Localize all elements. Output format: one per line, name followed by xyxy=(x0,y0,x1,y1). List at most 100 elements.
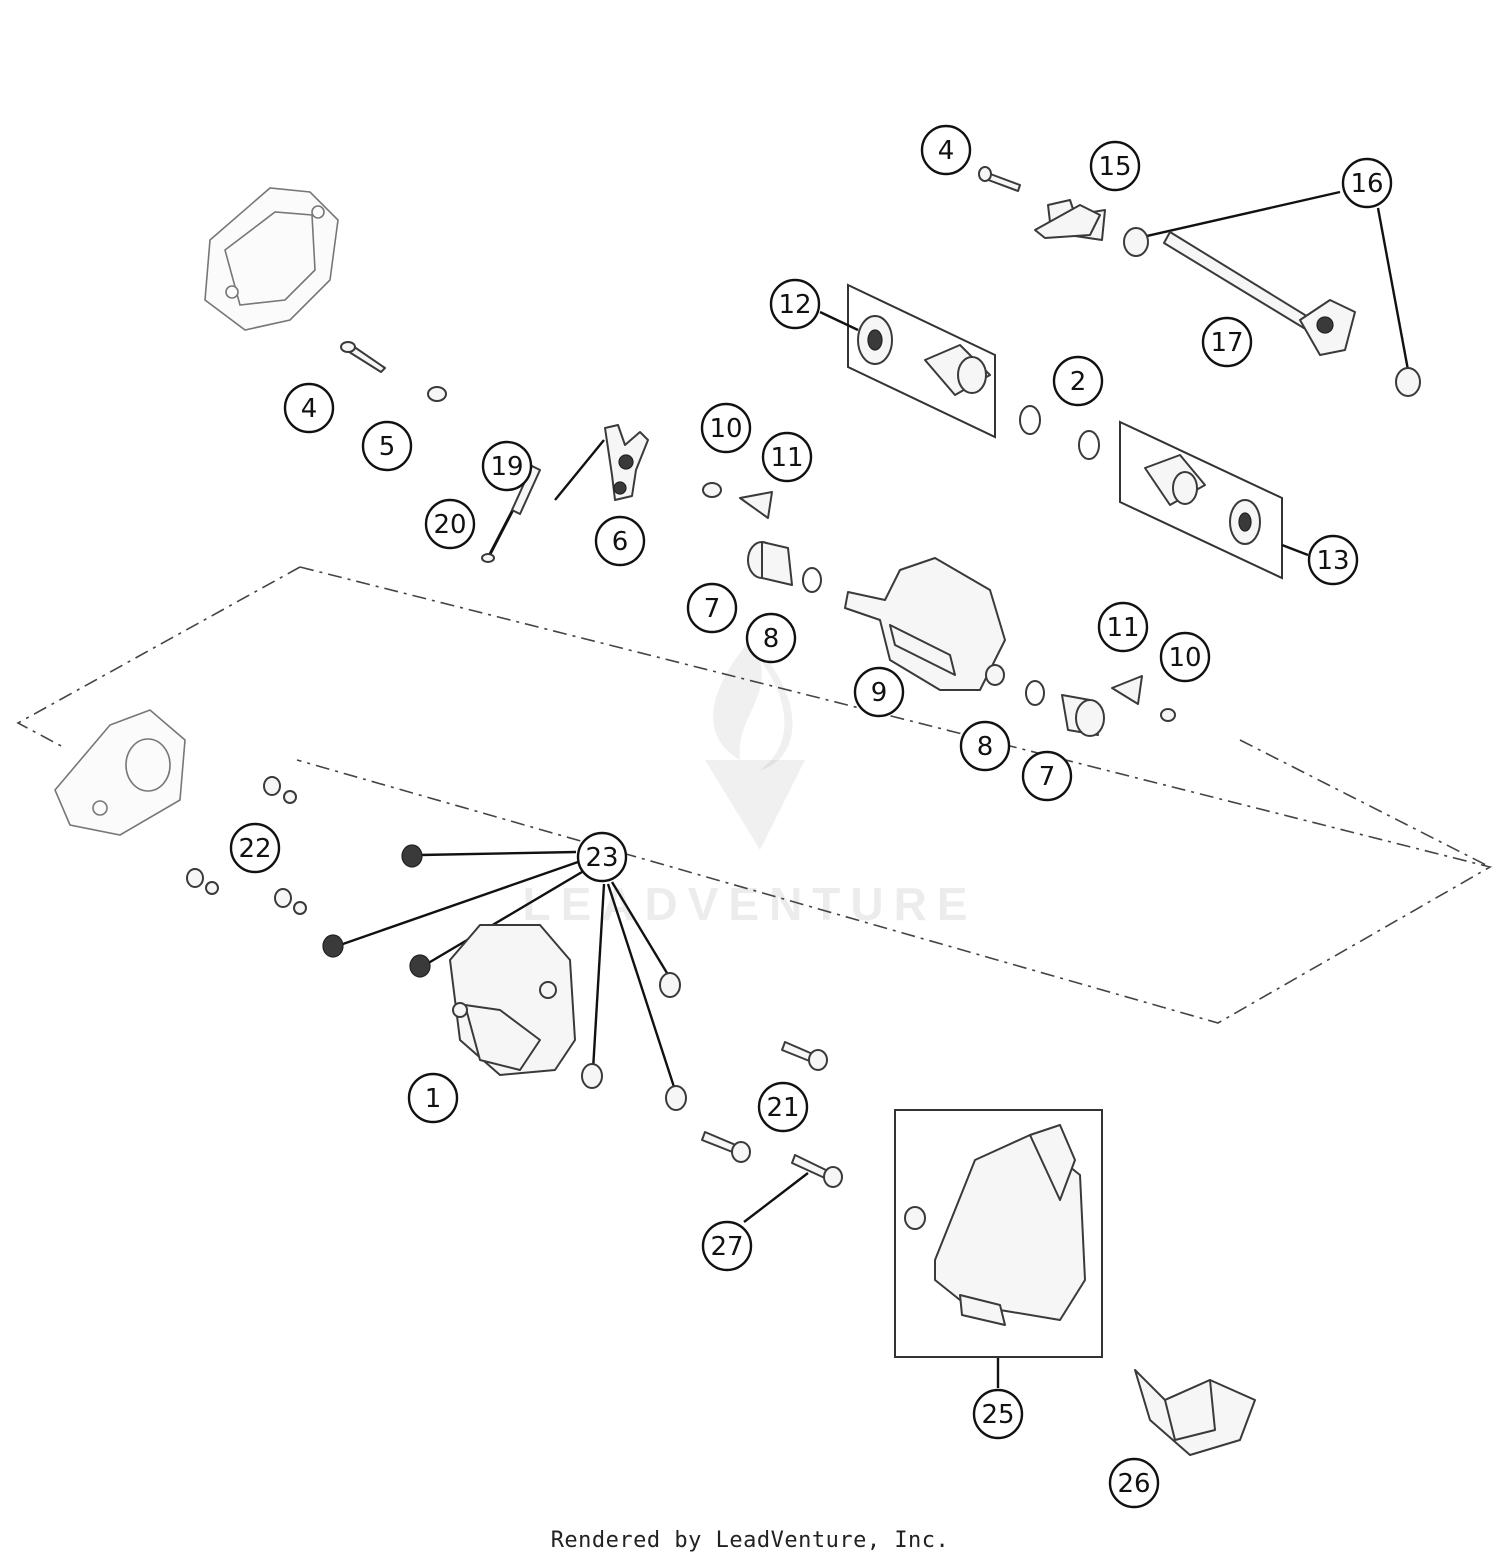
callout-1: 1 xyxy=(407,1072,459,1124)
callout-number: 8 xyxy=(977,732,994,762)
callout-7: 7 xyxy=(1021,750,1073,802)
o-ring-2-a xyxy=(1019,405,1041,435)
shift-drum-9 xyxy=(844,557,1006,691)
callout-circle xyxy=(1089,140,1141,192)
callout-11: 11 xyxy=(1097,601,1149,653)
callout-circle xyxy=(1307,534,1359,586)
callout-number: 22 xyxy=(238,834,271,864)
callout-number: 17 xyxy=(1210,328,1243,358)
screw-4-top xyxy=(978,166,1021,192)
inner-cover-left xyxy=(54,709,186,836)
callout-number: 21 xyxy=(766,1093,799,1123)
callout-number: 5 xyxy=(379,432,396,462)
callout-16: 16 xyxy=(1341,157,1393,209)
grommet-23-a xyxy=(401,844,423,868)
callout-7: 7 xyxy=(686,582,738,634)
lock-plate-11-right xyxy=(1111,675,1143,705)
grommet-23-c xyxy=(409,954,431,978)
callout-25: 25 xyxy=(972,1388,1024,1440)
callout-number: 27 xyxy=(710,1232,743,1262)
ring-8-right xyxy=(1025,680,1045,706)
grommet-23-b xyxy=(322,934,344,958)
shift-housing-1 xyxy=(449,924,576,1076)
bolt-21 xyxy=(781,1041,828,1071)
callout-10: 10 xyxy=(700,402,752,454)
callout-20: 20 xyxy=(424,498,476,550)
callout-number: 10 xyxy=(709,414,742,444)
guard-26 xyxy=(1134,1369,1256,1456)
callout-number: 4 xyxy=(938,136,955,166)
nut-23-f xyxy=(665,1085,687,1111)
callout-circle xyxy=(283,382,335,434)
callout-8: 8 xyxy=(959,720,1011,772)
callout-number: 7 xyxy=(1039,762,1056,792)
callout-number: 10 xyxy=(1168,643,1201,673)
callout-number: 8 xyxy=(763,624,780,654)
bolt-unlabeled xyxy=(701,1131,751,1163)
callout-circle xyxy=(407,1072,459,1124)
o-ring-2-b xyxy=(1078,430,1100,460)
callout-circle xyxy=(1341,157,1393,209)
bearing-7-left xyxy=(747,541,793,586)
callout-number: 1 xyxy=(425,1084,442,1114)
lock-plate-11-left xyxy=(739,491,773,519)
callout-circle xyxy=(1021,750,1073,802)
callout-19: 19 xyxy=(481,440,533,492)
callout-circle xyxy=(481,440,533,492)
callout-circle xyxy=(1159,631,1211,683)
nut-23-d xyxy=(659,972,681,998)
bushing-16-bottom xyxy=(1395,367,1421,397)
callout-4: 4 xyxy=(920,124,972,176)
callout-number: 16 xyxy=(1350,169,1383,199)
callout-13: 13 xyxy=(1307,534,1359,586)
callout-circle xyxy=(1097,601,1149,653)
callout-circle xyxy=(745,612,797,664)
assembly-dashed-outline xyxy=(16,566,1493,1024)
callout-circle xyxy=(853,666,905,718)
callout-number: 23 xyxy=(585,843,618,873)
callout-8: 8 xyxy=(745,612,797,664)
callout-26: 26 xyxy=(1108,1457,1160,1509)
callout-circle xyxy=(701,1220,753,1272)
callout-number: 9 xyxy=(871,678,888,708)
callout-circle xyxy=(361,420,413,472)
callout-number: 19 xyxy=(490,452,523,482)
screw-4-left xyxy=(340,341,386,373)
callout-2: 2 xyxy=(1052,355,1104,407)
shift-lever-6 xyxy=(604,424,649,501)
footer-credit: Rendered by LeadVenture, Inc. xyxy=(550,1528,950,1553)
callout-circle xyxy=(920,124,972,176)
callout-number: 25 xyxy=(981,1400,1014,1430)
callout-circle xyxy=(229,822,281,874)
callout-circle xyxy=(769,278,821,330)
screw-10-right xyxy=(1160,708,1176,722)
callout-17: 17 xyxy=(1201,316,1253,368)
watermark-text: LEADVENTURE xyxy=(522,878,977,930)
callout-circle xyxy=(686,582,738,634)
callout-circle xyxy=(700,402,752,454)
bearing-7-right xyxy=(1061,694,1105,737)
callout-circle xyxy=(1108,1457,1160,1509)
leader-lines xyxy=(339,190,1410,1388)
callout-number: 11 xyxy=(770,443,803,473)
kit-box-13 xyxy=(1119,420,1283,580)
ring-8-left xyxy=(802,567,822,593)
callout-number: 11 xyxy=(1106,613,1139,643)
callout-circle xyxy=(594,515,646,567)
shift-quadrant-15 xyxy=(1034,199,1106,241)
callout-12: 12 xyxy=(769,278,821,330)
gear-12 xyxy=(857,315,991,396)
callout-number: 15 xyxy=(1098,152,1131,182)
guard-25 xyxy=(904,1124,1086,1326)
callout-circle xyxy=(1052,355,1104,407)
callout-number: 12 xyxy=(778,290,811,320)
callout-circle xyxy=(576,831,628,883)
callout-11: 11 xyxy=(761,431,813,483)
kit-box-12 xyxy=(847,283,996,439)
bolt-27 xyxy=(791,1154,843,1188)
callout-circle xyxy=(1201,316,1253,368)
callout-number: 7 xyxy=(704,594,721,624)
callout-circle xyxy=(761,431,813,483)
kit-box-25 xyxy=(894,1109,1103,1358)
